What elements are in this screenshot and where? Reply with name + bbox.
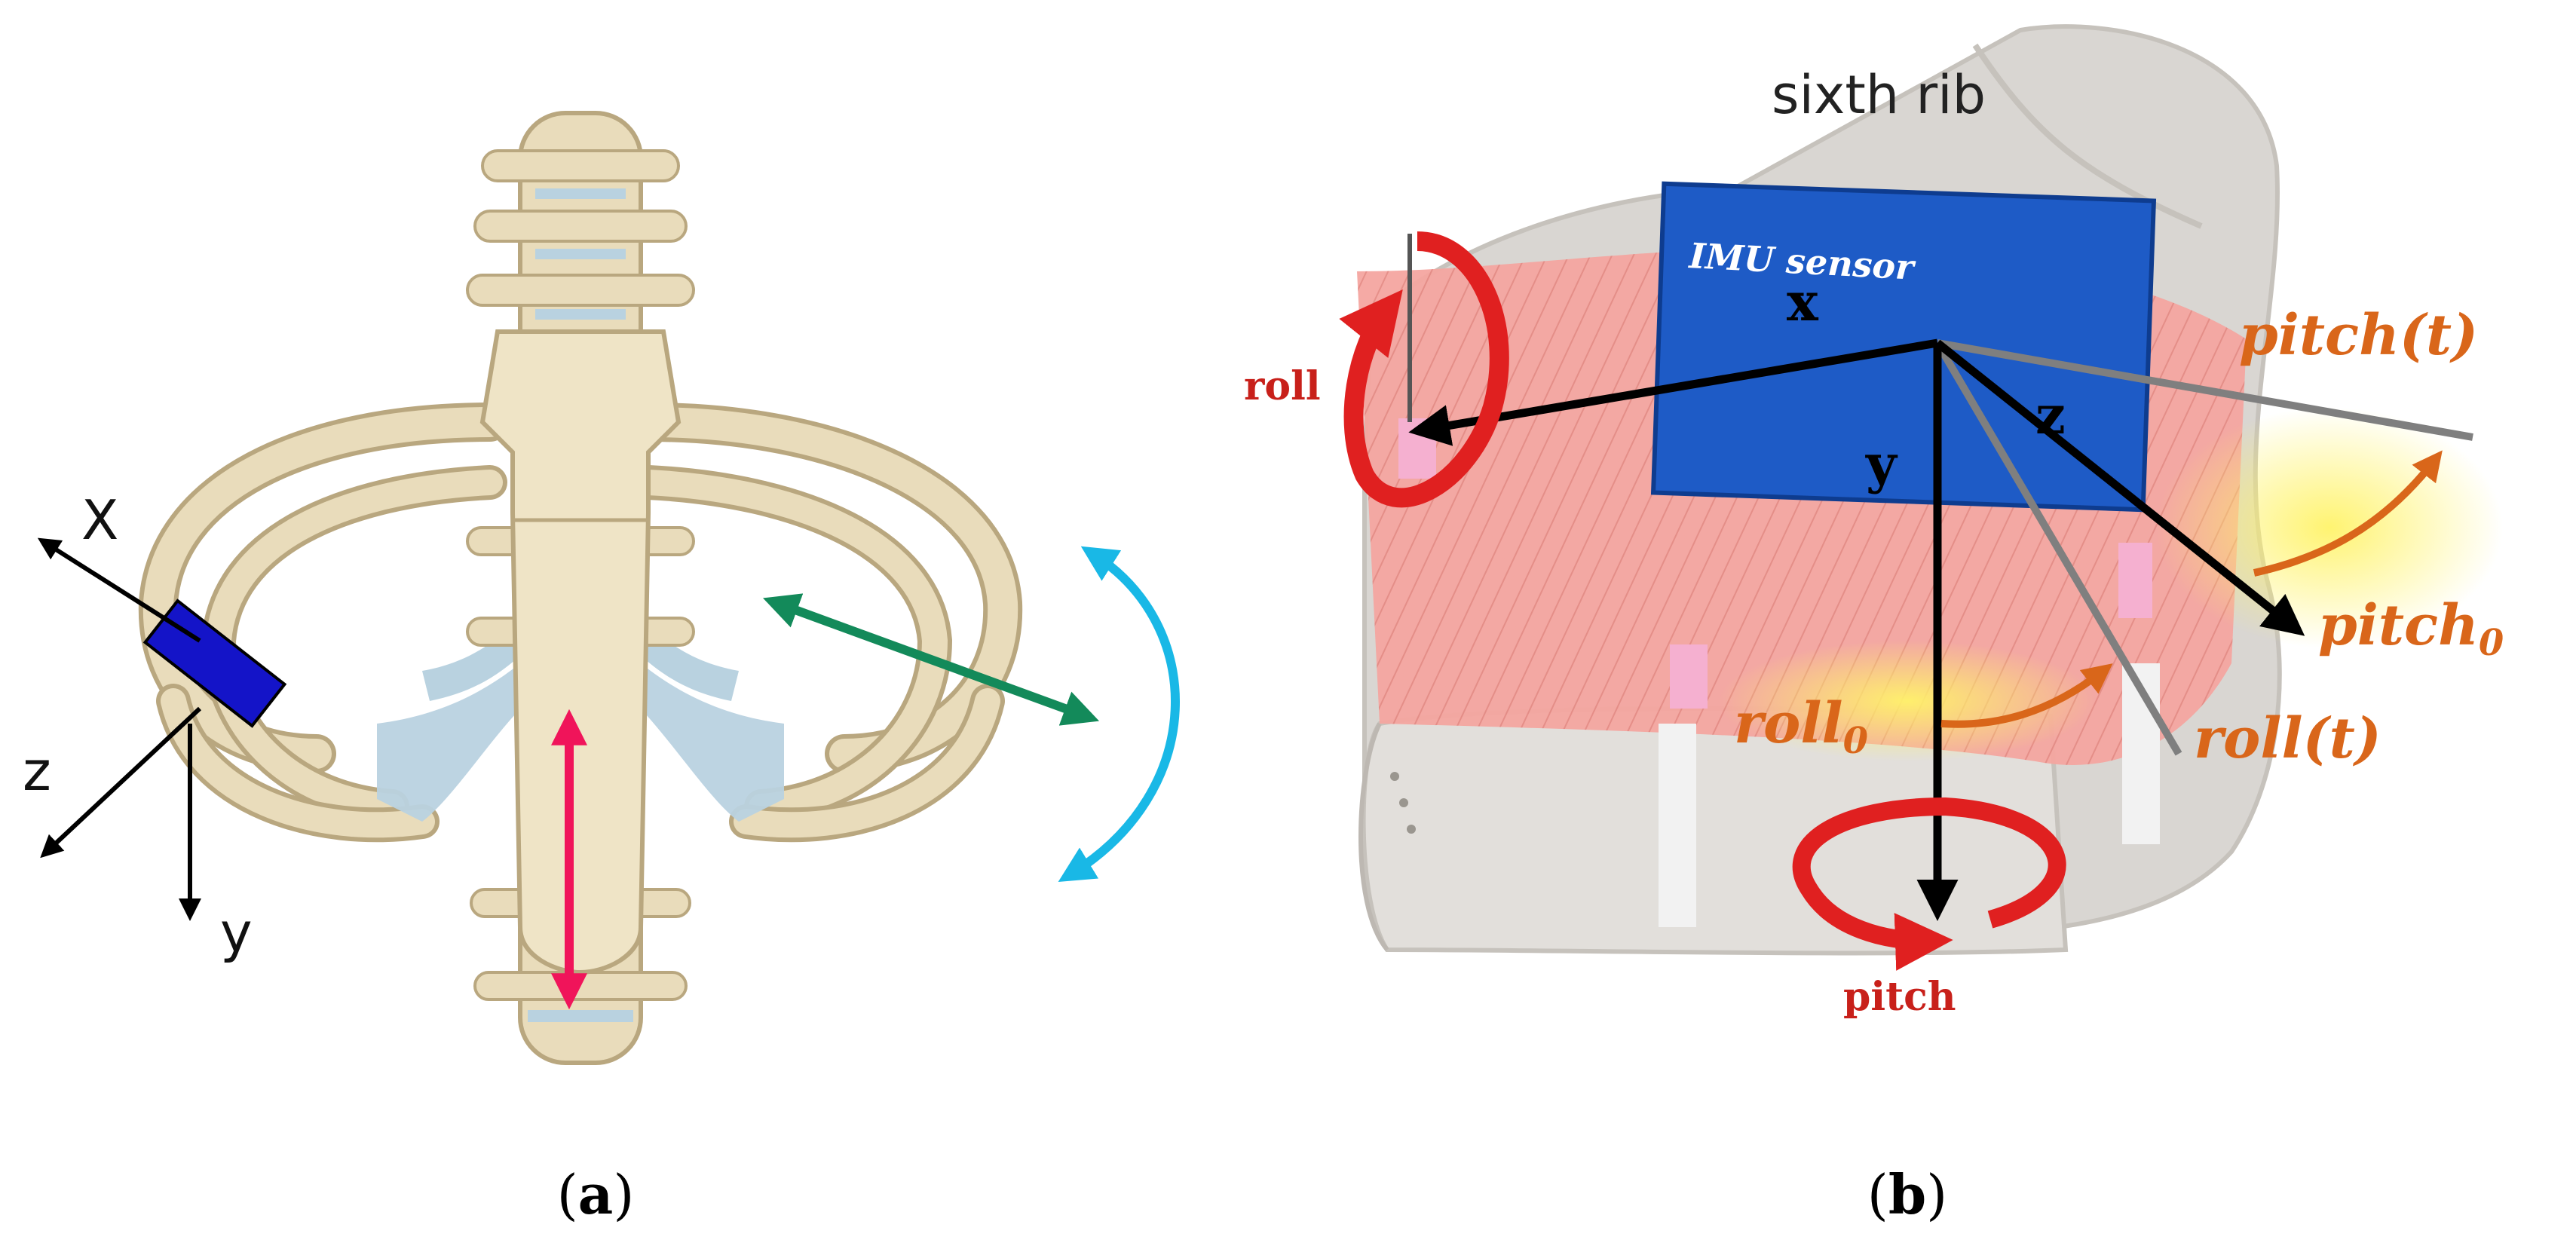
roll-rotation-arrow — [1339, 231, 1509, 508]
x-axis-label: X — [81, 488, 118, 552]
pitch-label: pitch — [1843, 974, 1956, 1020]
x-axis-label: x — [1787, 271, 1819, 333]
z-axis-label: z — [23, 739, 51, 803]
imu-sensor-block — [142, 598, 287, 728]
pitch-rotation-arrow — [1792, 797, 2066, 971]
z-axis-label: z — [2035, 384, 2066, 446]
panel-b-caption: (b) — [1867, 1162, 1948, 1226]
roll-change-arrow — [1940, 663, 2113, 728]
pitch-t-label: pitch(t) — [2239, 303, 2478, 368]
roll-0-label: roll0 — [1734, 691, 1868, 762]
roll-t-label: roll(t) — [2194, 706, 2381, 771]
x-axis-arrow — [1408, 338, 1938, 446]
rib-swing-arrow — [1058, 546, 1180, 883]
y-axis-label: y — [1865, 433, 1898, 495]
roll-label: roll — [1244, 363, 1321, 409]
panel-a: X z y (a) — [23, 111, 1180, 1226]
z-axis-arrow — [40, 706, 202, 859]
pitch-change-arrow — [2253, 450, 2443, 577]
pitch-0-label: pitch0 — [2318, 593, 2504, 664]
panel-a-caption: (a) — [557, 1162, 635, 1226]
y-axis-label: y — [220, 901, 253, 964]
ribcage-illustration — [138, 111, 1023, 1065]
panel-b: IMU sensor x y z roll pitch pi — [1244, 24, 2504, 1226]
sixth-rib-label: sixth rib — [1772, 64, 1986, 126]
x-axis-arrow — [37, 537, 201, 643]
rib-motion-arrow — [762, 593, 1100, 726]
z-axis-arrow — [1934, 339, 2305, 636]
